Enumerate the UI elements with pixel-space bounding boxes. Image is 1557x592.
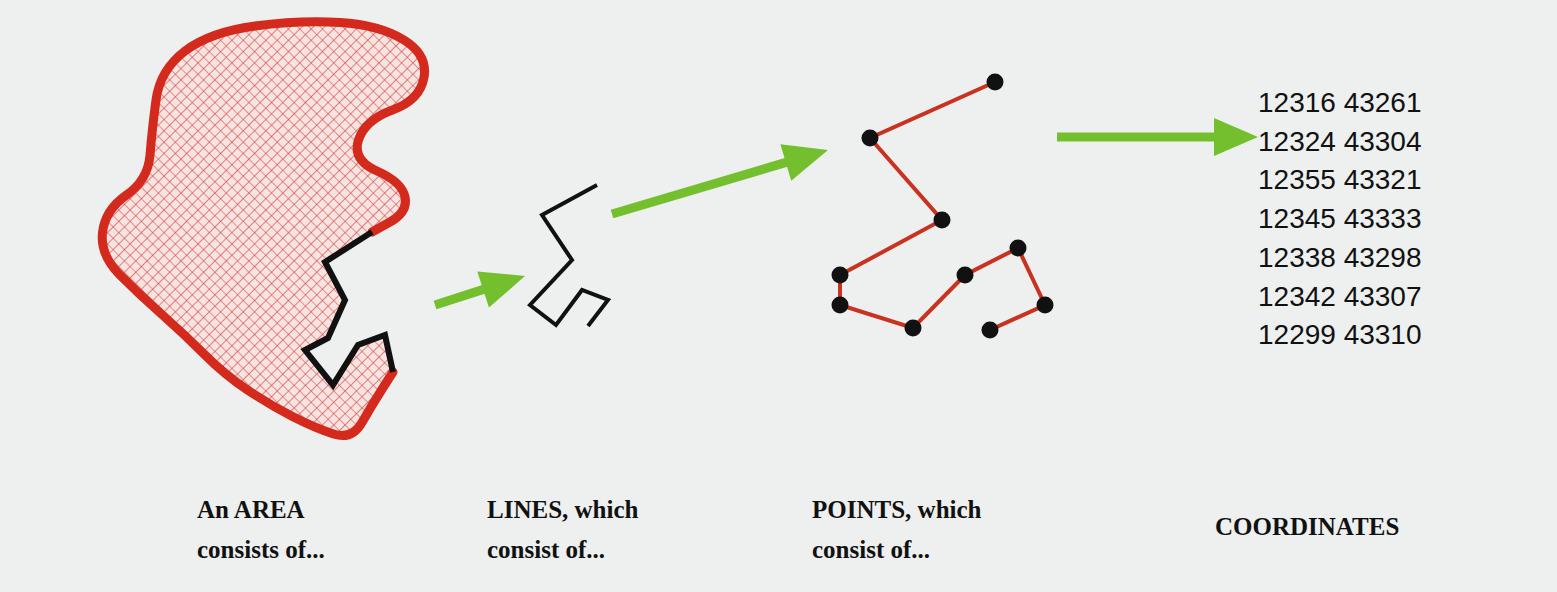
vertex-dots (832, 74, 1054, 339)
vertex-dot (832, 267, 849, 284)
area-outline (102, 22, 424, 436)
stage-node: LINES, which consist of... (525, 180, 612, 332)
coordinate-pair: 12299 43310 (1258, 316, 1458, 355)
coordinate-pair: 12355 43321 (1258, 161, 1458, 200)
arrow-head (1214, 118, 1258, 156)
stage-caption: POINTS, which consist of... (812, 490, 986, 570)
vertex-dot (862, 130, 879, 147)
stage-node: POINTS, which consist of... (828, 70, 1057, 342)
arrow-head (780, 144, 828, 180)
stage-node: An AREA consists of... (90, 15, 435, 447)
vertex-dot (934, 212, 951, 229)
coordinate-pair: 12338 43298 (1258, 239, 1458, 278)
vertex-dot (1010, 240, 1027, 257)
area-boundary-segment (305, 232, 393, 385)
vertex-dot (957, 267, 974, 284)
stage-caption: COORDINATES (1215, 507, 1404, 547)
arrow-head (477, 271, 525, 307)
flow-arrow (1057, 118, 1258, 156)
arrow-shaft (1057, 133, 1216, 142)
flow-arrow (435, 271, 525, 307)
line-segment (530, 185, 608, 326)
vertex-dot (987, 74, 1004, 91)
point-chain (840, 82, 1045, 330)
vertex-dot (832, 297, 849, 314)
vertex-dot (905, 320, 922, 337)
area-fill (102, 22, 424, 436)
stage-caption: An AREA consists of... (197, 490, 329, 570)
coordinate-pair: 12324 43304 (1258, 123, 1458, 162)
stage-caption: LINES, which consist of... (487, 490, 643, 570)
coordinate-pair: 12345 43333 (1258, 200, 1458, 239)
vertex-dot (982, 322, 999, 339)
coordinate-pair: 12342 43307 (1258, 278, 1458, 317)
stage-node: 12316 4326112324 4330412355 4332112345 4… (1258, 84, 1458, 356)
coordinate-pair: 12316 43261 (1258, 84, 1458, 123)
vertex-dot (1037, 297, 1054, 314)
flow-arrow (612, 144, 828, 214)
arrow-shaft (612, 162, 788, 214)
arrow-shaft (435, 289, 485, 305)
